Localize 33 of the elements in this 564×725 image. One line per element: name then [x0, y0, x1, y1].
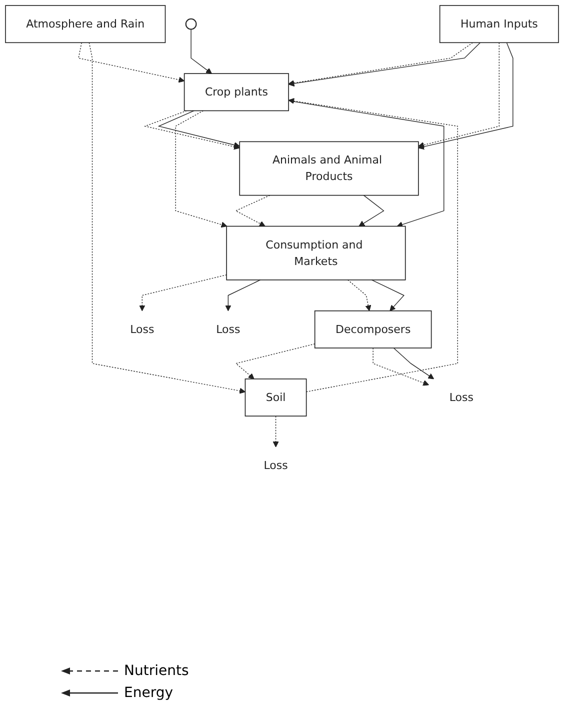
- node-box: Atmosphere and Rain: [5, 5, 166, 44]
- arrow: [158, 110, 240, 148]
- arrow: [175, 110, 228, 228]
- arrow: [190, 28, 212, 74]
- arrow: [139, 274, 227, 312]
- arrow: [288, 98, 458, 392]
- node-circle: [185, 18, 197, 30]
- arrow: [225, 280, 261, 312]
- node-text: Loss: [264, 458, 288, 472]
- node-text: Loss: [449, 390, 474, 404]
- node-text: Loss: [130, 322, 154, 336]
- node-box: Animals and Animal Products: [239, 141, 419, 196]
- node-box: Soil: [244, 378, 307, 416]
- arrow: [418, 42, 514, 150]
- arrow: [78, 42, 185, 83]
- arrow: [234, 194, 270, 227]
- arrow: [372, 348, 430, 386]
- arrow: [88, 42, 246, 394]
- arrow: [371, 280, 404, 312]
- arrow: [144, 110, 240, 150]
- arrow: [358, 194, 384, 227]
- arrow: [418, 42, 500, 148]
- arrow: [347, 280, 372, 312]
- node-box: Consumption and Markets: [226, 226, 406, 280]
- node-box: Decomposers: [314, 310, 432, 348]
- node-box: Human Inputs: [439, 5, 559, 44]
- legend-label: Energy: [124, 685, 174, 701]
- node-box: Crop plants: [184, 73, 289, 112]
- legend-label: Nutrients: [124, 663, 189, 679]
- arrow: [235, 344, 316, 380]
- arrow: [393, 348, 434, 380]
- arrow: [272, 416, 279, 448]
- node-text: Loss: [216, 322, 240, 336]
